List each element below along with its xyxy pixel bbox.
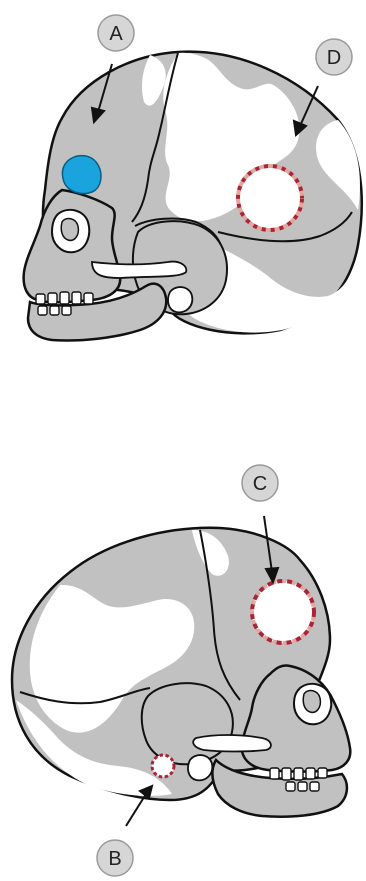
lower-skull	[12, 528, 350, 817]
label-a: A	[98, 15, 134, 51]
label-b-text: B	[108, 848, 121, 870]
lower-skull-ear	[188, 755, 212, 780]
upper-skull	[24, 52, 362, 341]
upper-skull-ear	[168, 287, 192, 312]
upper-skull-zygomatic	[92, 262, 186, 278]
upper-skull-orbit-inner	[61, 219, 78, 241]
mastoid-ring-b	[152, 755, 174, 777]
label-d: D	[316, 39, 352, 75]
label-d-text: D	[327, 47, 341, 69]
label-c-text: C	[253, 473, 267, 495]
lower-skull-temporal	[142, 683, 233, 764]
anterior-fontanelle	[63, 156, 101, 194]
fontanelle-ring-c	[252, 581, 314, 643]
lower-skull-zygomatic	[193, 735, 271, 752]
lower-skull-orbit-inner	[303, 691, 320, 713]
label-c: C	[242, 465, 278, 501]
label-a-text: A	[109, 23, 123, 45]
label-b: B	[97, 840, 133, 876]
arrow-b	[126, 794, 146, 826]
